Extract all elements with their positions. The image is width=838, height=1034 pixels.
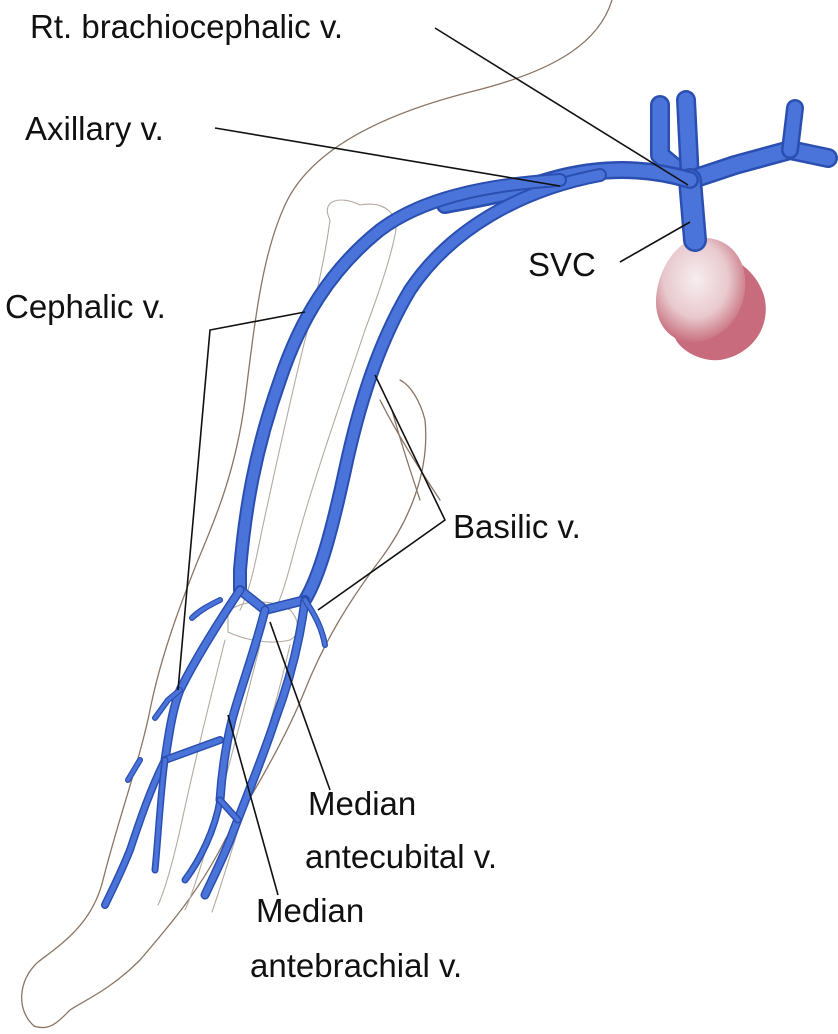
label-svc: SVC xyxy=(528,246,596,283)
basilic-leader xyxy=(317,374,447,611)
label-brachiocephalic: Rt. brachiocephalic v. xyxy=(30,8,343,45)
label-median-antecubital-line1: Median xyxy=(308,785,416,822)
median-antebrachial-leader xyxy=(227,714,279,896)
brachiocephalic-leader xyxy=(434,27,689,186)
label-cephalic: Cephalic v. xyxy=(5,288,166,325)
leader-lines xyxy=(177,27,691,896)
median-antecubital-leader xyxy=(269,621,331,791)
svc-leader xyxy=(619,221,691,263)
vein-network xyxy=(101,90,838,909)
label-median-antebrachial-line2: antebrachial v. xyxy=(250,947,462,984)
label-axillary: Axillary v. xyxy=(25,110,164,147)
heart xyxy=(655,237,766,361)
label-median-antecubital-line2: antecubital v. xyxy=(305,838,497,875)
label-median-antebrachial-line1: Median xyxy=(256,892,364,929)
axillary-leader xyxy=(214,127,561,187)
label-basilic: Basilic v. xyxy=(453,508,581,545)
labels: Rt. brachiocephalic v. Axillary v. Cepha… xyxy=(5,8,596,984)
cephalic-leader xyxy=(177,311,306,691)
